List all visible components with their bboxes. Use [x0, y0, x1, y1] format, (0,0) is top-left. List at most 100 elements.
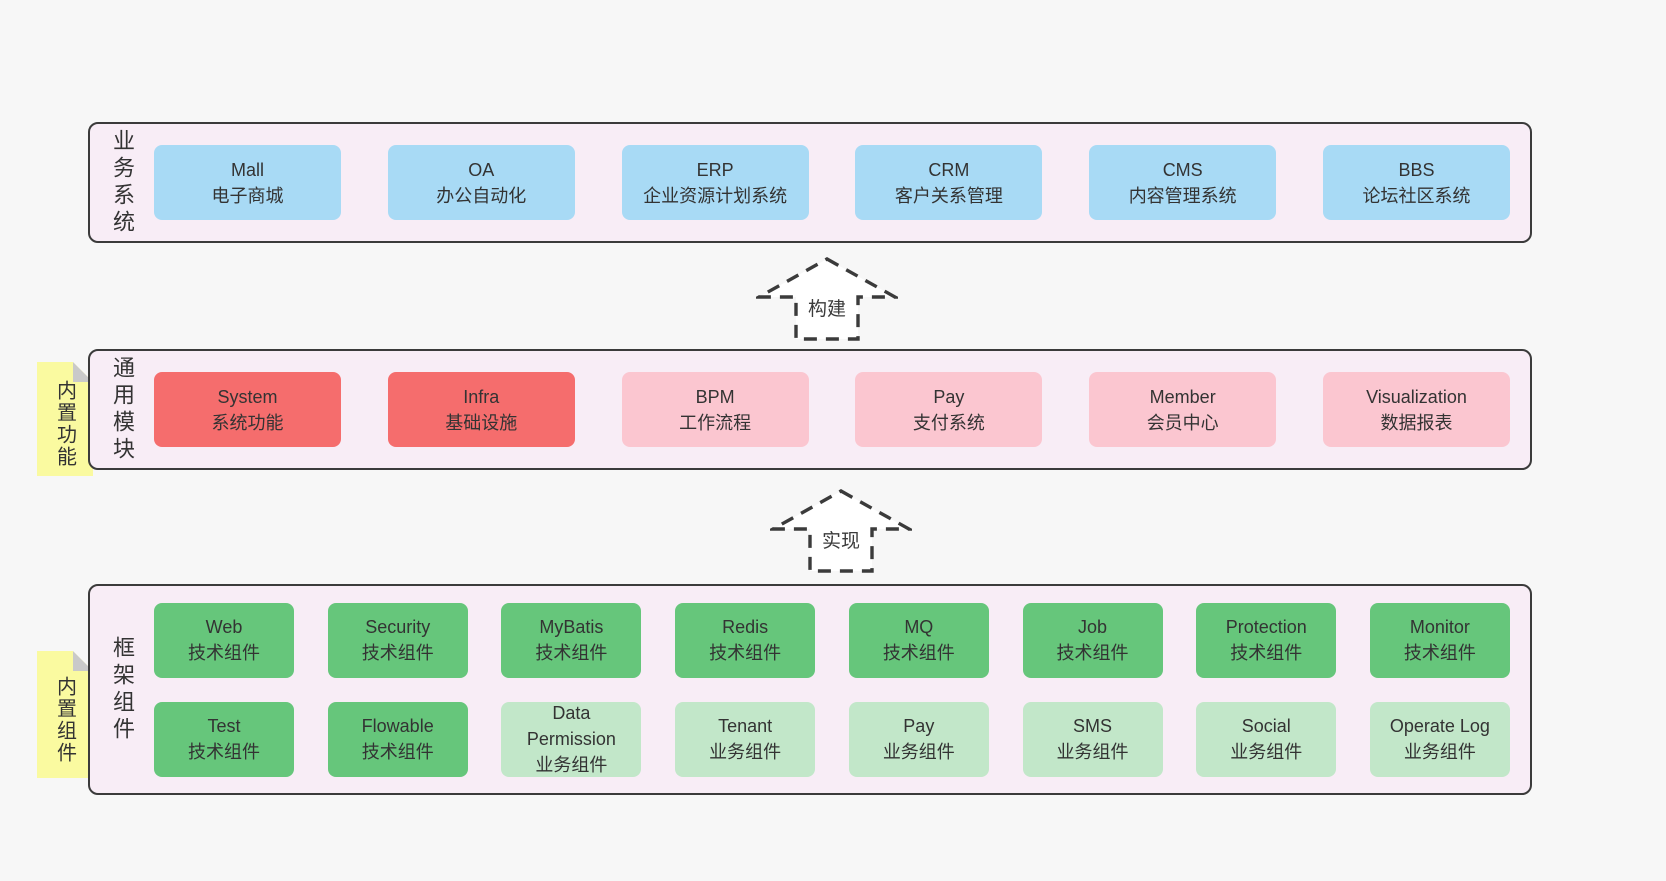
- note-built-in-features: 内置功能: [37, 362, 93, 476]
- box-name: MyBatis: [539, 617, 604, 637]
- box-name: Monitor: [1409, 617, 1470, 637]
- box-desc: 电子商城: [211, 185, 284, 206]
- box-crm: CRM 客户关系管理: [855, 145, 1043, 220]
- box-web: Web 技术组件: [154, 602, 294, 678]
- box-name: BPM: [695, 386, 735, 407]
- arrow-label: 实现: [818, 525, 864, 554]
- box-system: System 系统功能: [154, 372, 341, 447]
- box-name: Test: [207, 716, 241, 736]
- box-desc: 业务组件: [1056, 742, 1129, 762]
- box-name: Social: [1241, 716, 1291, 736]
- box-name: Operate Log: [1389, 716, 1490, 736]
- arrow-label: 构建: [804, 293, 850, 322]
- build-up-arrow-icon: 构建: [756, 256, 898, 342]
- box-name: Data Permission: [526, 703, 616, 749]
- box-job: Job 技术组件: [1022, 602, 1163, 678]
- section-label: 框架组件: [110, 635, 135, 744]
- note-label: 内置组件: [53, 675, 76, 764]
- box-name: BBS: [1398, 159, 1435, 180]
- box-desc: 技术组件: [1056, 643, 1129, 663]
- box-desc: 业务组件: [1403, 742, 1476, 762]
- box-name: Job: [1078, 617, 1108, 637]
- box-desc: 基础设施: [445, 412, 518, 433]
- box-name: Web: [205, 617, 243, 637]
- box-name: OA: [468, 159, 495, 180]
- box-desc: 工作流程: [679, 412, 752, 433]
- framework-row-1: Web 技术组件 Security 技术组件 MyBatis 技术组件 Redi…: [154, 602, 1510, 678]
- box-bpm: BPM 工作流程: [621, 372, 809, 447]
- section-common-modules: 通用模块 System 系统功能 Infra 基础设施 BPM 工作流程 Pay…: [88, 349, 1532, 470]
- box-name: Member: [1149, 386, 1216, 407]
- box-desc: 技术组件: [535, 643, 608, 663]
- box-desc: 内容管理系统: [1128, 185, 1237, 206]
- box-pay-module: Pay 支付系统: [855, 372, 1043, 447]
- business-boxes-row: Mall 电子商城 OA 办公自动化 ERP 企业资源计划系统 CRM 客户关系…: [144, 124, 1530, 241]
- box-redis: Redis 技术组件: [675, 602, 816, 678]
- box-name: Protection: [1225, 617, 1307, 637]
- box-oa: OA 办公自动化: [387, 145, 575, 220]
- box-desc: 技术组件: [188, 643, 260, 663]
- box-desc: 业务组件: [882, 742, 955, 762]
- box-flowable: Flowable 技术组件: [327, 701, 468, 777]
- box-desc: 技术组件: [882, 643, 955, 663]
- box-name: Redis: [722, 617, 769, 637]
- note-label: 内置功能: [53, 380, 76, 468]
- box-desc: 技术组件: [361, 643, 434, 663]
- box-infra: Infra 基础设施: [387, 372, 575, 447]
- box-test: Test 技术组件: [154, 701, 294, 777]
- box-desc: 系统功能: [211, 412, 284, 433]
- box-name: Infra: [463, 386, 500, 407]
- box-desc: 业务组件: [535, 755, 608, 775]
- box-protection: Protection 技术组件: [1196, 602, 1337, 678]
- box-desc: 办公自动化: [436, 185, 527, 206]
- implement-up-arrow-icon: 实现: [770, 488, 912, 574]
- box-pay-component: Pay 业务组件: [848, 701, 989, 777]
- box-desc: 会员中心: [1146, 412, 1219, 433]
- box-desc: 论坛社区系统: [1362, 185, 1471, 206]
- section-business-systems: 业务系统 Mall 电子商城 OA 办公自动化 ERP 企业资源计划系统 CRM…: [88, 122, 1532, 243]
- box-operate-log: Operate Log 业务组件: [1369, 701, 1510, 777]
- box-desc: 业务组件: [709, 742, 782, 762]
- box-desc: 技术组件: [709, 643, 782, 663]
- box-name: CMS: [1162, 159, 1203, 180]
- box-name: Security: [365, 617, 431, 637]
- box-security: Security 技术组件: [327, 602, 468, 678]
- box-name: Pay: [903, 716, 935, 736]
- note-built-in-components: 内置组件: [37, 651, 93, 778]
- box-monitor: Monitor 技术组件: [1369, 602, 1510, 678]
- box-desc: 技术组件: [1230, 643, 1303, 663]
- box-desc: 技术组件: [188, 742, 260, 762]
- box-desc: 技术组件: [361, 742, 434, 762]
- box-desc: 数据报表: [1380, 412, 1453, 433]
- section-label: 通用模块: [110, 355, 135, 464]
- box-desc: 支付系统: [912, 412, 985, 433]
- box-name: SMS: [1073, 716, 1113, 736]
- box-name: Tenant: [718, 716, 773, 736]
- framework-boxes-grid: Web 技术组件 Security 技术组件 MyBatis 技术组件 Redi…: [144, 586, 1530, 793]
- box-mybatis: MyBatis 技术组件: [501, 602, 642, 678]
- box-desc: 业务组件: [1230, 742, 1303, 762]
- box-tenant: Tenant 业务组件: [675, 701, 816, 777]
- box-visualization: Visualization 数据报表: [1322, 372, 1510, 447]
- box-bbs: BBS 论坛社区系统: [1322, 145, 1510, 220]
- box-name: Visualization: [1366, 386, 1467, 407]
- module-boxes-row: System 系统功能 Infra 基础设施 BPM 工作流程 Pay 支付系统…: [144, 351, 1530, 468]
- box-cms: CMS 内容管理系统: [1089, 145, 1277, 220]
- box-social: Social 业务组件: [1196, 701, 1337, 777]
- box-desc: 技术组件: [1403, 643, 1476, 663]
- box-desc: 客户关系管理: [894, 185, 1003, 206]
- box-data-permission: Data Permission 业务组件: [501, 701, 642, 777]
- box-name: MQ: [904, 617, 934, 637]
- box-mall: Mall 电子商城: [154, 145, 341, 220]
- box-name: Pay: [933, 386, 965, 407]
- box-member: Member 会员中心: [1089, 372, 1277, 447]
- box-sms: SMS 业务组件: [1022, 701, 1163, 777]
- section-framework-components: 框架组件 Web 技术组件 Security 技术组件 MyBatis 技术组件…: [88, 584, 1532, 795]
- section-label: 业务系统: [110, 128, 135, 237]
- box-erp: ERP 企业资源计划系统: [621, 145, 809, 220]
- box-mq: MQ 技术组件: [848, 602, 989, 678]
- framework-row-2: Test 技术组件 Flowable 技术组件 Data Permission …: [154, 701, 1510, 777]
- box-name: Flowable: [361, 716, 434, 736]
- box-name: CRM: [928, 159, 970, 180]
- box-desc: 企业资源计划系统: [643, 185, 788, 206]
